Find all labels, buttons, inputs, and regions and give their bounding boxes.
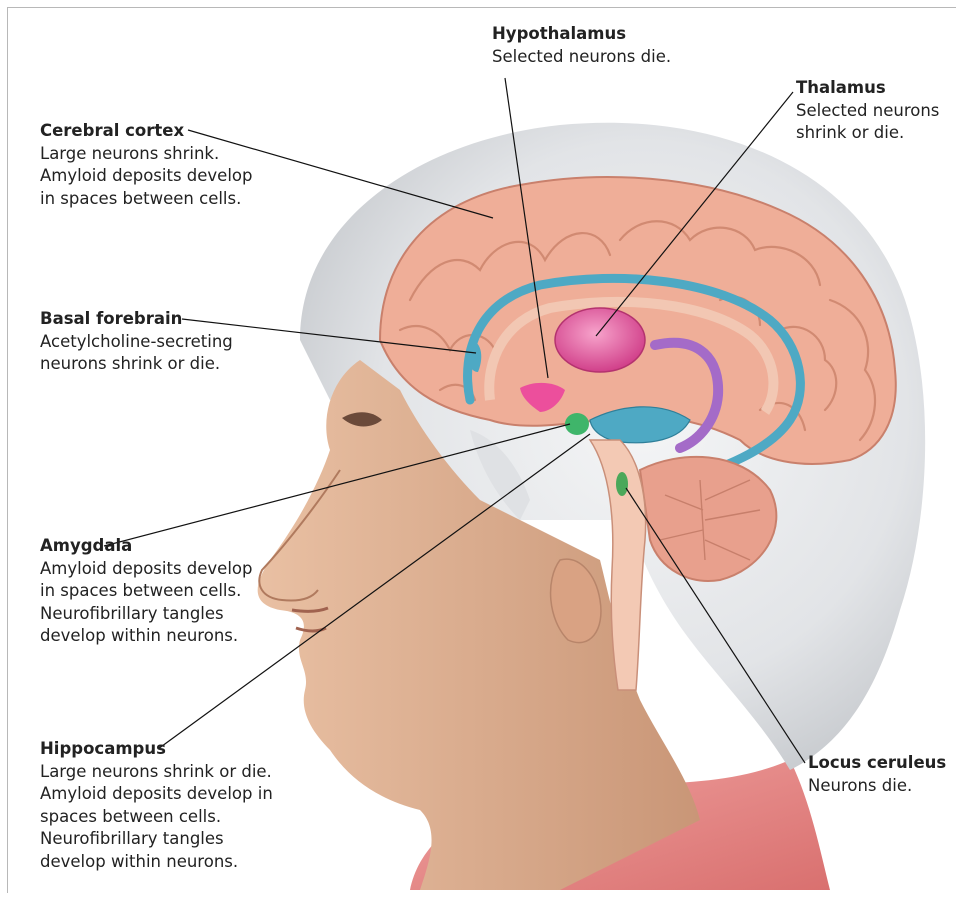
amygdala-desc-3: Neurofibrillary tangles	[40, 603, 253, 626]
thalamus-shape	[555, 308, 645, 372]
amygdala-desc-2: in spaces between cells.	[40, 580, 253, 603]
cerebral-cortex-title: Cerebral cortex	[40, 120, 253, 143]
locus-ceruleus-shape	[616, 472, 628, 496]
label-cerebral-cortex: Cerebral cortex Large neurons shrink. Am…	[40, 120, 253, 210]
locus-ceruleus-title: Locus ceruleus	[808, 752, 946, 775]
label-hypothalamus: Hypothalamus Selected neurons die.	[492, 23, 671, 68]
cerebral-cortex-desc-1: Large neurons shrink.	[40, 143, 253, 166]
hippocampus-desc-1: Large neurons shrink or die.	[40, 761, 273, 784]
hypothalamus-title: Hypothalamus	[492, 23, 671, 46]
cerebral-cortex-desc-2: Amyloid deposits develop	[40, 165, 253, 188]
hippocampus-title: Hippocampus	[40, 738, 273, 761]
locus-ceruleus-desc-1: Neurons die.	[808, 775, 946, 798]
label-basal-forebrain: Basal forebrain Acetylcholine-secreting …	[40, 308, 233, 376]
basal-forebrain-desc-1: Acetylcholine-secreting	[40, 331, 233, 354]
hippocampus-desc-4: Neurofibrillary tangles	[40, 828, 273, 851]
basal-forebrain-title: Basal forebrain	[40, 308, 233, 331]
label-locus-ceruleus: Locus ceruleus Neurons die.	[808, 752, 946, 797]
label-thalamus: Thalamus Selected neurons shrink or die.	[796, 77, 939, 145]
hypothalamus-desc-1: Selected neurons die.	[492, 46, 671, 69]
thalamus-title: Thalamus	[796, 77, 939, 100]
hippocampus-desc-2: Amyloid deposits develop in	[40, 783, 273, 806]
thalamus-desc-2: shrink or die.	[796, 122, 939, 145]
amygdala-desc-4: develop within neurons.	[40, 625, 253, 648]
label-amygdala: Amygdala Amyloid deposits develop in spa…	[40, 535, 253, 648]
basal-forebrain-desc-2: neurons shrink or die.	[40, 353, 233, 376]
hippocampus-desc-3: spaces between cells.	[40, 806, 273, 829]
thalamus-desc-1: Selected neurons	[796, 100, 939, 123]
amygdala-desc-1: Amyloid deposits develop	[40, 558, 253, 581]
amygdala-title: Amygdala	[40, 535, 253, 558]
cerebral-cortex-desc-3: in spaces between cells.	[40, 188, 253, 211]
label-hippocampus: Hippocampus Large neurons shrink or die.…	[40, 738, 273, 873]
hippocampus-desc-5: develop within neurons.	[40, 851, 273, 874]
